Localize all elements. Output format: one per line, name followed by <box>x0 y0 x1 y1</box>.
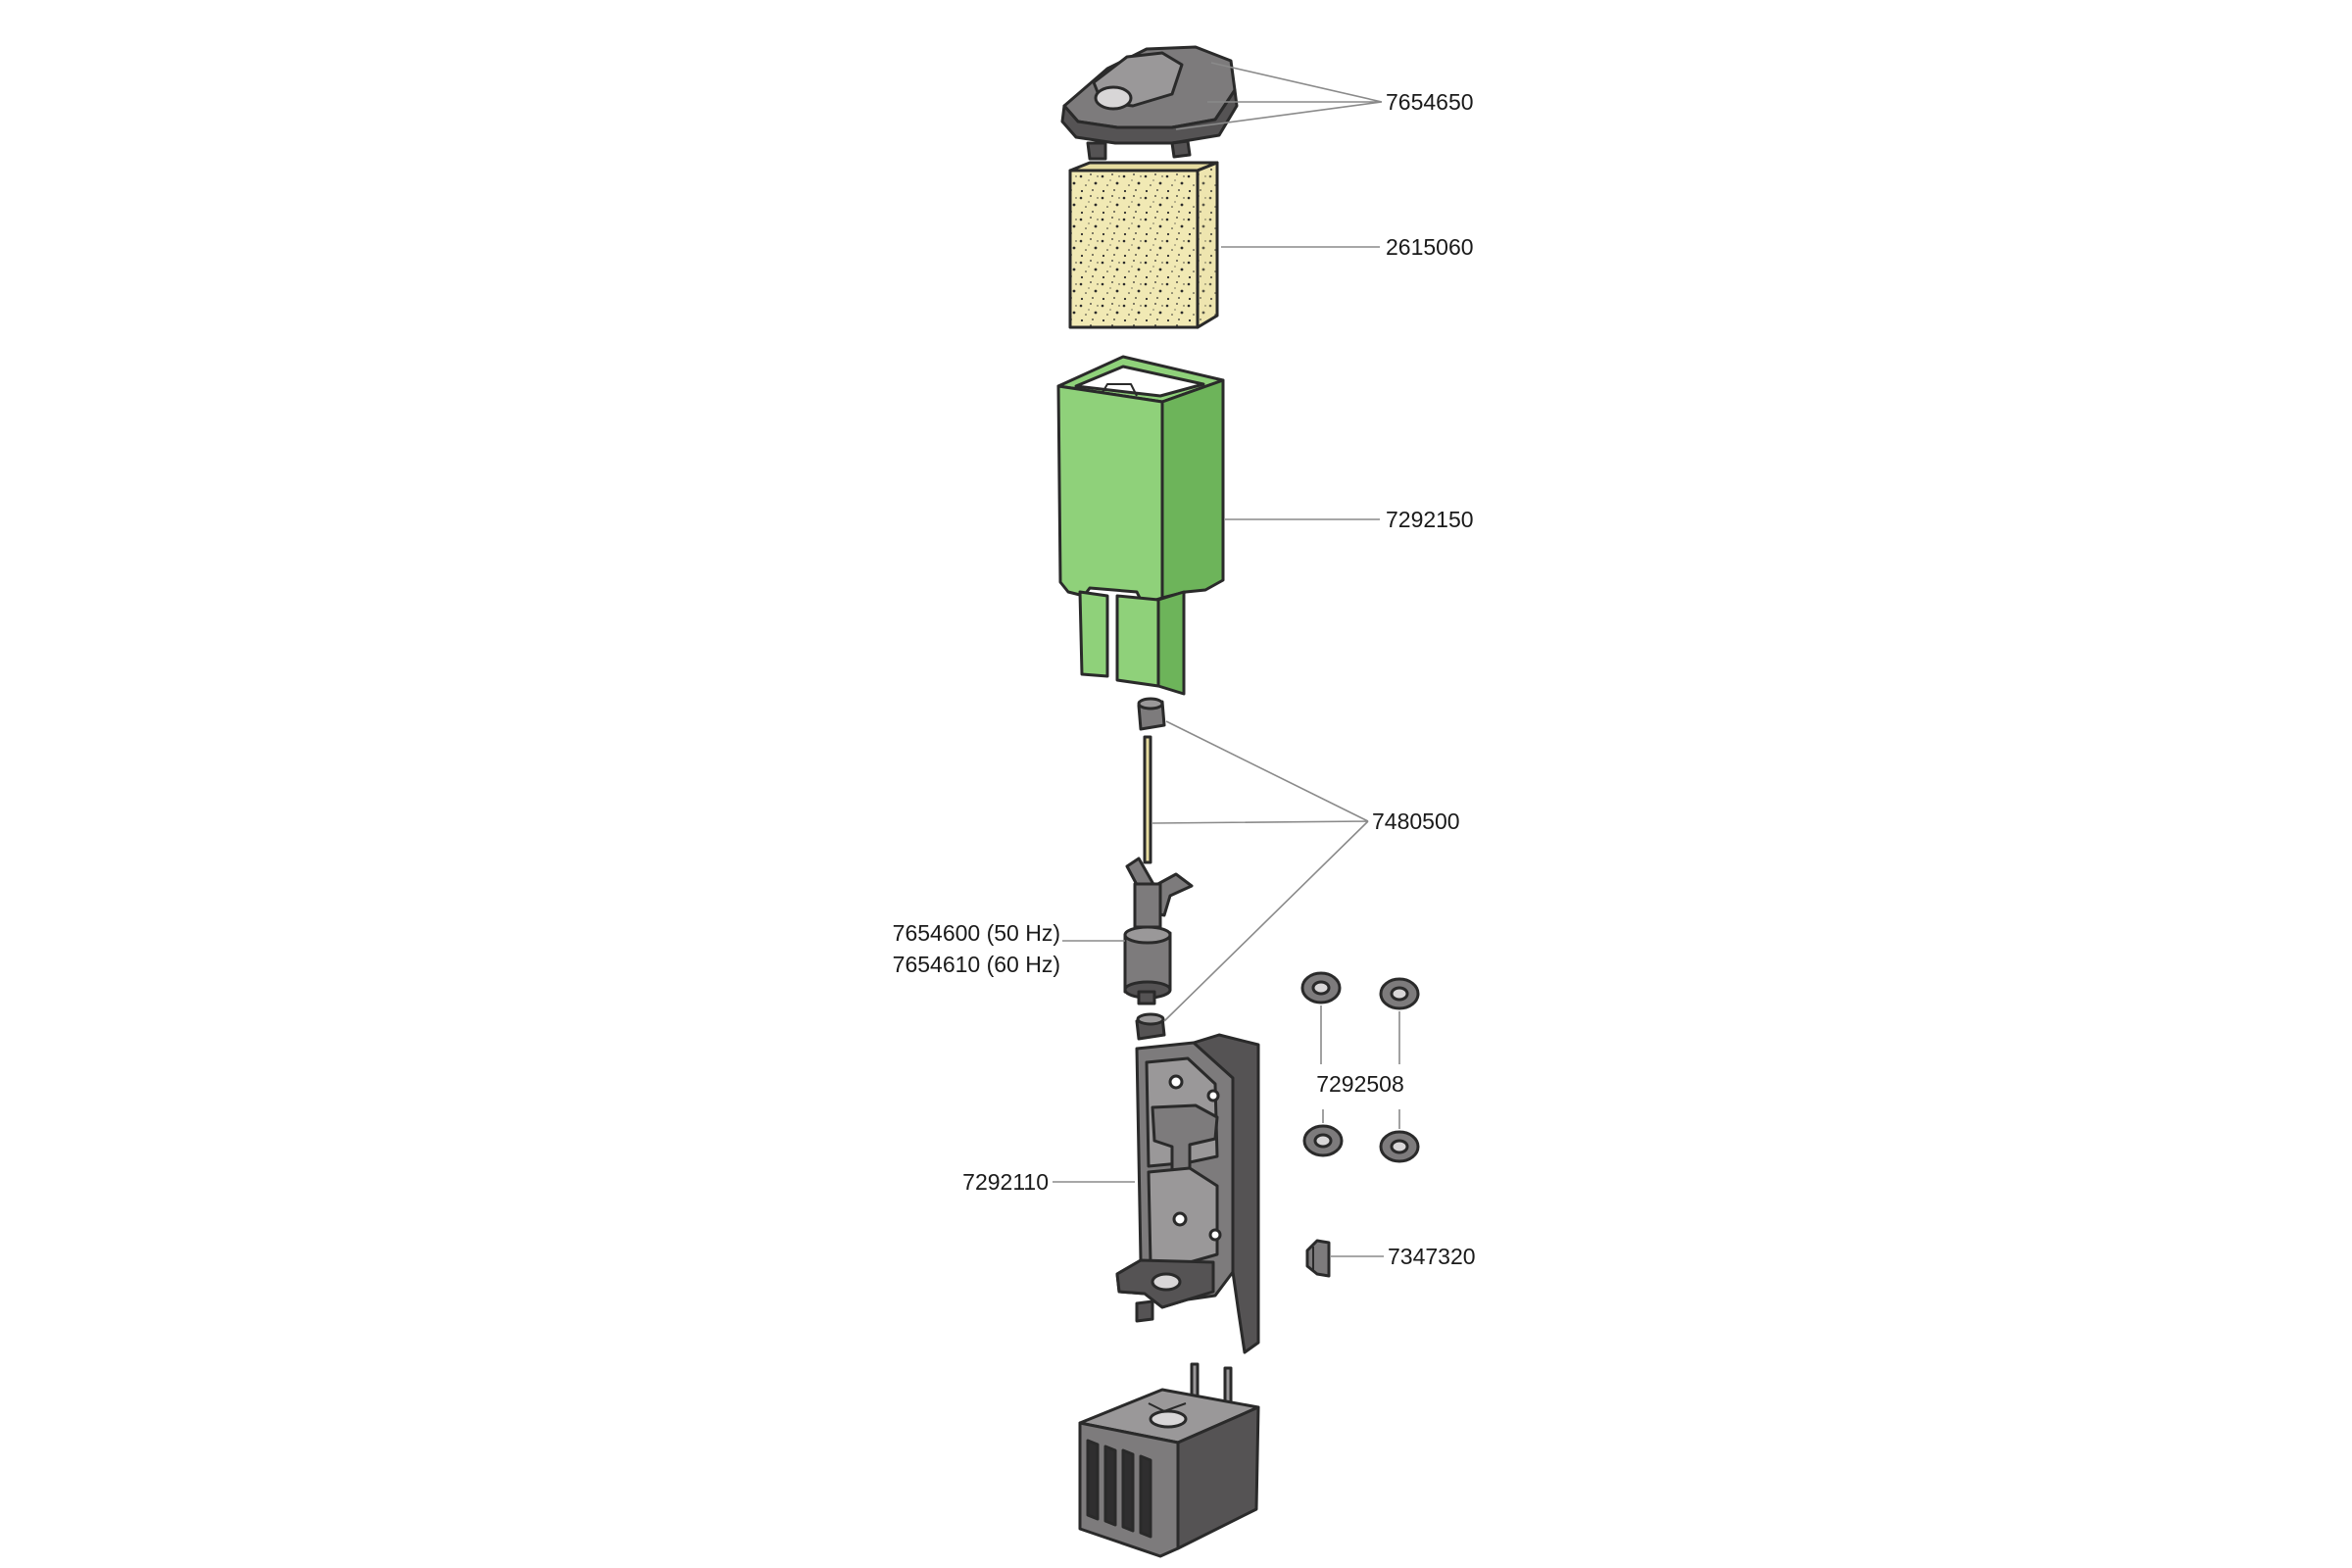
leader-lines <box>1053 62 1400 1257</box>
suction-cup-2 <box>1379 977 1420 1010</box>
suction-cup-4 <box>1379 1130 1420 1163</box>
label-basket: 7292150 <box>1386 507 1474 532</box>
impeller-part <box>1123 857 1194 1005</box>
suction-cup-1 <box>1300 971 1342 1004</box>
pump-housing-part <box>1115 1033 1260 1354</box>
label-impeller-50hz: 7654600 (50 Hz) <box>893 920 1060 946</box>
leader-shaft <box>1152 720 1369 1022</box>
filter-basket-part <box>1056 355 1225 696</box>
sponge-part <box>1068 161 1219 329</box>
label-suction-cups: 7292508 <box>1316 1071 1404 1097</box>
shaft-and-bearings-part <box>1135 697 1166 1041</box>
clip-part <box>1305 1239 1331 1278</box>
cover-part <box>1060 45 1239 161</box>
label-cover: 7654650 <box>1386 89 1474 115</box>
suction-cup-3 <box>1302 1124 1344 1157</box>
label-housing: 7292110 <box>962 1169 1049 1195</box>
leader-suction-cups <box>1320 1005 1400 1129</box>
leader-cover <box>1175 62 1383 130</box>
label-impeller-60hz: 7654610 (60 Hz) <box>893 952 1060 977</box>
part-labels: 7654650 2615060 7292150 7480500 7654600 … <box>893 89 1476 1269</box>
suction-cups-part <box>1300 971 1420 1163</box>
motor-block-part <box>1078 1362 1260 1558</box>
label-clip: 7347320 <box>1388 1244 1476 1269</box>
label-shaft: 7480500 <box>1372 808 1460 834</box>
label-sponge: 2615060 <box>1386 234 1474 260</box>
